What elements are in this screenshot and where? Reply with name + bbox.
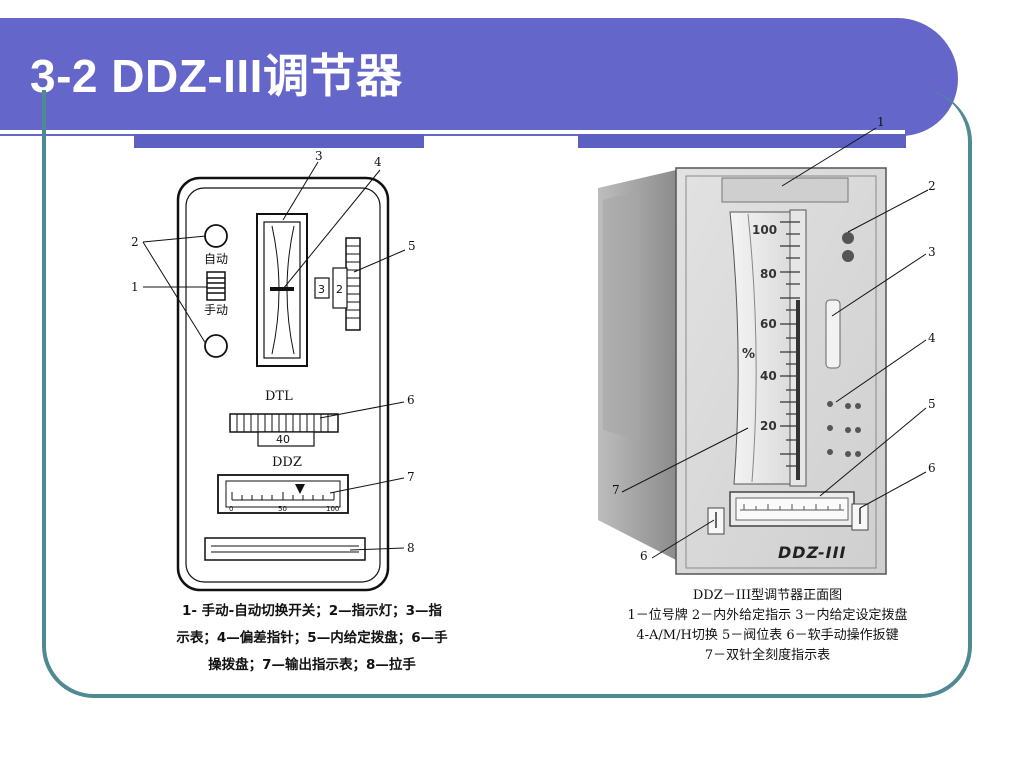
scale-40-label: 40 xyxy=(760,369,777,383)
left-callout-7: 7 xyxy=(407,470,415,484)
right-figure: 100 80 60 40 20 % xyxy=(598,115,936,575)
right-callout-6b: 6 xyxy=(640,549,648,563)
scale-100: 100 xyxy=(326,505,339,513)
indicator-lamp-bottom xyxy=(204,334,228,358)
auto-manual-switch xyxy=(206,271,226,301)
title-tab-left xyxy=(134,134,424,148)
indicator-lamp-top xyxy=(204,224,228,248)
soft-manual-key-right xyxy=(851,503,869,531)
scale-0: 0 xyxy=(229,505,233,513)
right-caption-line-3: 4-A/M/H切换 5－阀位表 6－软手动操作扳键 xyxy=(636,628,899,643)
left-callout-2: 2 xyxy=(131,235,139,249)
label-manual: 手动 xyxy=(204,303,228,317)
percent-label: % xyxy=(742,347,755,362)
scale-60-label: 60 xyxy=(760,317,777,331)
left-callout-3: 3 xyxy=(315,149,323,163)
right-callout-2: 2 xyxy=(928,179,936,193)
title-bar: 3-2 DDZ-III调节器 xyxy=(0,18,958,136)
setpoint-thumbwheel xyxy=(825,299,841,369)
scale-100-label: 100 xyxy=(752,223,777,237)
right-callout-4: 4 xyxy=(928,331,936,345)
dial-digit-3: 3 xyxy=(318,283,325,296)
dual-pointer-meter: 100 80 60 40 20 % xyxy=(729,209,807,487)
pull-handle xyxy=(204,537,366,561)
tag-plate xyxy=(721,177,849,203)
right-caption-line-1: DDZ－III型调节器正面图 xyxy=(692,588,843,603)
right-caption-line-4: 7－双针全刻度指示表 xyxy=(704,648,831,663)
label-ddz: DDZ xyxy=(272,455,302,470)
scale-50: 50 xyxy=(278,505,287,513)
right-callout-3: 3 xyxy=(928,245,936,259)
amh-switch xyxy=(827,401,861,457)
setpoint-lamp-2 xyxy=(842,250,854,262)
left-caption-line-3: 操拨盘；7—输出指示表；8—拉手 xyxy=(208,657,416,673)
brand-label: DDZ-III xyxy=(778,543,847,562)
left-caption-line-2: 示表；4—偏差指针；5—内给定拨盘；6—手 xyxy=(176,630,448,646)
left-callout-4: 4 xyxy=(374,155,382,169)
dial-digit-40: 40 xyxy=(276,433,290,446)
dial-digit-2: 2 xyxy=(336,283,343,296)
left-callout-1: 1 xyxy=(131,280,139,294)
left-callout-6: 6 xyxy=(407,393,415,407)
valve-position-meter xyxy=(729,491,855,527)
scale-80-label: 80 xyxy=(760,267,777,281)
manual-dial: 40 xyxy=(229,413,339,447)
title-tab-right xyxy=(578,134,906,148)
right-caption-line-2: 1－位号牌 2－内外给定指示 3－内给定设定拨盘 xyxy=(627,608,908,623)
content-frame xyxy=(42,90,972,698)
right-callout-5: 5 xyxy=(928,397,936,411)
title-underline xyxy=(0,130,905,134)
output-meter: 0 50 100 xyxy=(217,474,349,514)
left-callout-8: 8 xyxy=(407,541,415,555)
left-caption-line-1: 1- 手动-自动切换开关；2—指示灯；3—指 xyxy=(181,603,443,619)
left-figure: 自动 手动 2 1 3 4 xyxy=(131,149,416,592)
setpoint-lamp-1 xyxy=(842,232,854,244)
left-caption: 1- 手动-自动切换开关；2—指示灯；3—指 示表；4—偏差指针；5—内给定拨盘… xyxy=(122,598,502,679)
right-caption: DDZ－III型调节器正面图 1－位号牌 2－内外给定指示 3－内给定设定拨盘 … xyxy=(575,586,960,666)
soft-manual-key-left xyxy=(707,507,725,535)
label-auto: 自动 xyxy=(204,252,228,266)
indicator-meter xyxy=(256,213,308,367)
left-callout-5: 5 xyxy=(408,239,416,253)
right-callout-6: 6 xyxy=(928,461,936,475)
scale-20-label: 20 xyxy=(760,419,777,433)
setpoint-dial: 3 2 xyxy=(314,237,361,331)
label-dtl: DTL xyxy=(265,389,293,404)
right-callout-7: 7 xyxy=(612,483,620,497)
right-callout-1: 1 xyxy=(877,115,885,129)
